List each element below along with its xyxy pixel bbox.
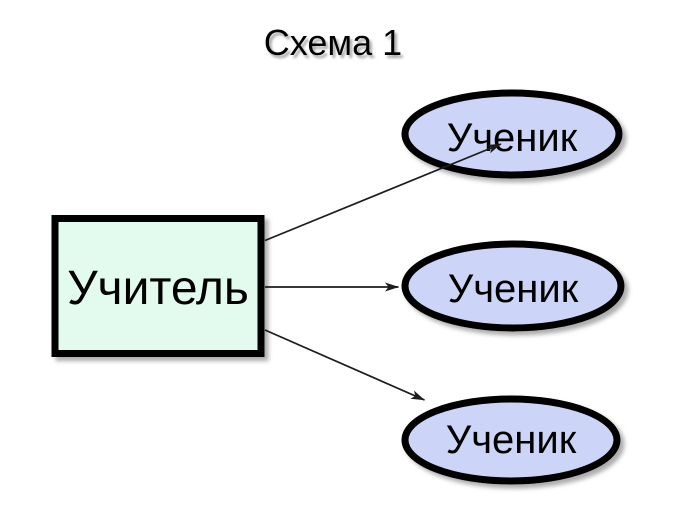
diagram-title: Схема 1: [264, 22, 402, 63]
teacher-node: Учитель: [51, 215, 265, 357]
student-ellipse-top: [401, 89, 623, 179]
arrow-teacher-to-student-top: [264, 143, 502, 242]
student-ellipse-bottom: [401, 395, 621, 485]
student-label-bottom: Ученик: [446, 418, 577, 462]
student-node-top: Ученик: [401, 89, 623, 179]
student-node-middle: Ученик: [401, 240, 625, 332]
student-label-middle: Ученик: [448, 267, 579, 311]
student-ellipse-middle: [401, 240, 625, 332]
teacher-box: [51, 215, 265, 357]
student-node-bottom: Ученик: [401, 395, 621, 485]
teacher-label: Учитель: [67, 262, 249, 315]
arrow-teacher-to-student-bottom: [264, 329, 425, 401]
student-label-top: Ученик: [447, 116, 578, 160]
